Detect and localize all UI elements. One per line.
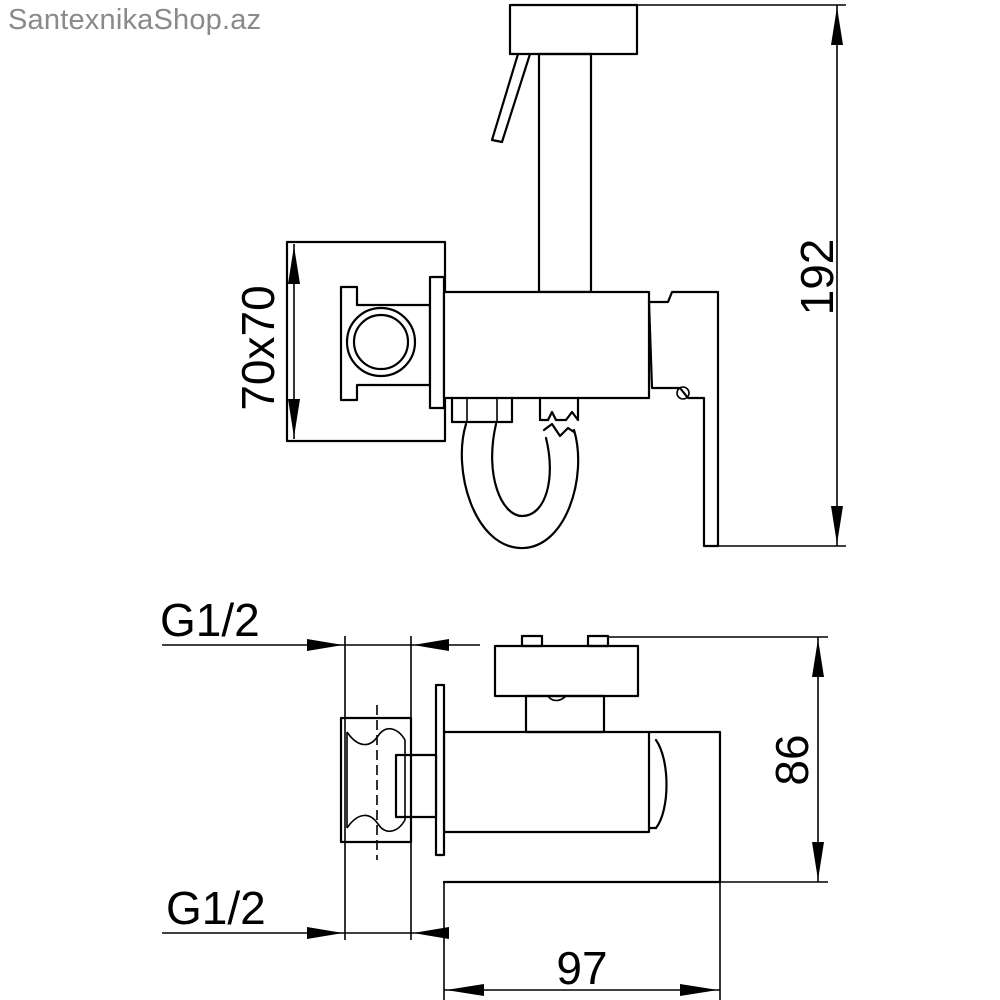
flange (428, 275, 446, 410)
nipple (394, 753, 438, 819)
dim-label-192: 192 (791, 239, 843, 316)
hose-inner (491, 422, 551, 518)
lever-handle (490, 52, 532, 144)
outlet-nut-left (450, 396, 514, 424)
handle-cap (493, 644, 640, 698)
valve-head (508, 3, 639, 56)
dim-label-70x70: 70x70 (232, 285, 284, 410)
hose-break (542, 422, 576, 438)
outlet-nut-right (538, 396, 580, 422)
side-outlet (442, 730, 722, 884)
dim-label-86: 86 (766, 734, 818, 785)
side-flange (434, 683, 446, 857)
holder-screw (676, 386, 690, 400)
dim-label-97: 97 (556, 942, 607, 994)
wall-plate (285, 240, 447, 443)
side-body (442, 730, 651, 834)
dim-label-thread-top: G1/2 (160, 594, 260, 646)
spout-holder (647, 290, 720, 548)
front-view (285, 3, 846, 550)
handle-neck (524, 694, 606, 734)
watermark: SantexnikaShop.az (8, 4, 262, 36)
spout-curve (654, 738, 668, 830)
bracket-ring-inner (352, 313, 410, 371)
valve-body (442, 290, 651, 400)
bracket-ring-outer (345, 306, 417, 378)
hose-outer (460, 422, 580, 550)
side-view (162, 634, 828, 1000)
dim-label-thread-bottom: G1/2 (166, 882, 266, 934)
valve-stem (537, 52, 593, 294)
